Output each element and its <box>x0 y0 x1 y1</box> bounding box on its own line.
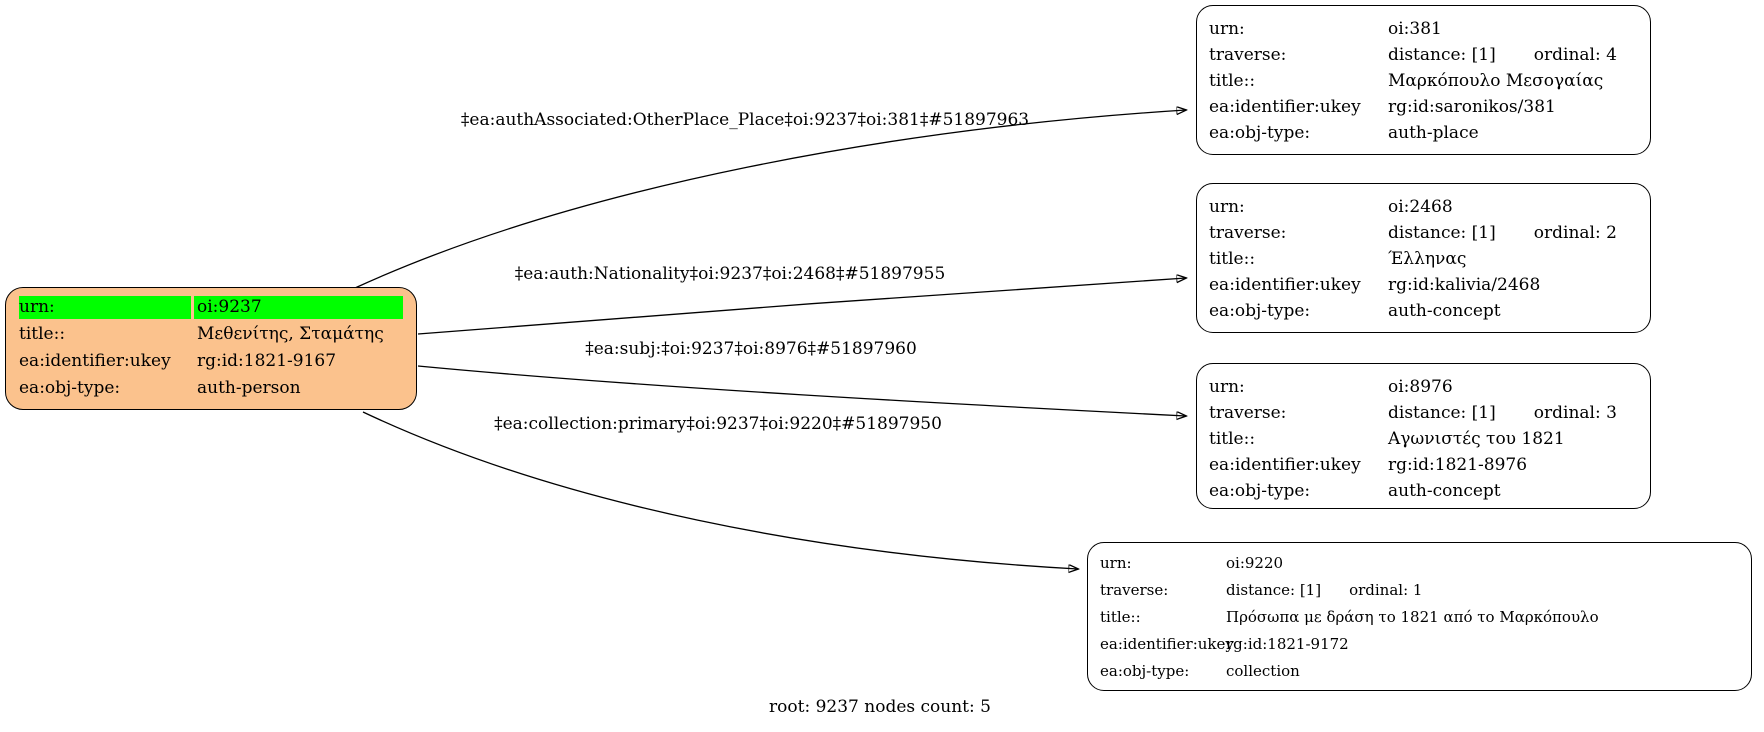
field-label-traverse: traverse: <box>1209 223 1287 243</box>
root-row-urn: urn: oi:9237 <box>19 296 403 319</box>
edge-collection-line <box>362 411 1078 569</box>
field-label-title: title:: <box>19 324 66 344</box>
edge-subj-line <box>417 365 1186 416</box>
field-label-urn: urn: <box>1209 19 1245 39</box>
field-label-identifier: ea:identifier:ukey <box>19 351 171 371</box>
root-identifier-value: rg:id:1821-9167 <box>197 351 337 371</box>
field-label-traverse: traverse: <box>1209 45 1287 65</box>
root-row-identifier: ea:identifier:ukey rg:id:1821-9167 <box>19 348 403 375</box>
graph-caption: root: 9237 nodes count: 5 <box>769 697 991 717</box>
node-row-objtype: ea:obj-type: auth-place <box>1209 120 1638 146</box>
node-identifier-value: rg:id:1821-9172 <box>1226 635 1349 653</box>
edge-label-auth-associated: ‡ea:authAssociated:OtherPlace_Place‡oi:9… <box>460 110 1030 130</box>
distance-value: distance: [1] <box>1388 403 1496 423</box>
node-urn-value: oi:9220 <box>1226 554 1284 572</box>
node-row-traverse: traverse: distance: [1] ordinal: 3 <box>1209 400 1638 426</box>
field-label-urn: urn: <box>19 296 191 319</box>
field-label-identifier: ea:identifier:ukey <box>1209 455 1361 475</box>
node-row-title: title:: Πρόσωπα με δράση το 1821 από το … <box>1100 604 1739 631</box>
graph-node-oi9220: urn: oi:9220 traverse: distance: [1] ordi… <box>1087 542 1752 691</box>
node-row-objtype: ea:obj-type: auth-concept <box>1209 298 1638 324</box>
ordinal-value: ordinal: 1 <box>1349 581 1423 599</box>
edge-label-nationality: ‡ea:auth:Nationality‡oi:9237‡oi:2468‡#51… <box>514 264 946 284</box>
root-row-objtype: ea:obj-type: auth-person <box>19 375 403 402</box>
node-row-urn: urn: oi:9220 <box>1100 550 1739 577</box>
field-label-objtype: ea:obj-type: <box>19 378 121 398</box>
field-label-identifier: ea:identifier:ukey <box>1209 97 1361 117</box>
node-objtype-value: auth-concept <box>1388 301 1501 321</box>
node-row-urn: urn: oi:2468 <box>1209 194 1638 220</box>
field-label-objtype: ea:obj-type: <box>1209 123 1311 143</box>
node-row-traverse: traverse: distance: [1] ordinal: 4 <box>1209 42 1638 68</box>
field-label-traverse: traverse: <box>1100 581 1169 599</box>
node-traverse-value: distance: [1] ordinal: 1 <box>1226 577 1739 604</box>
edge-label-subj: ‡ea:subj:‡oi:9237‡oi:8976‡#51897960 <box>585 339 917 359</box>
root-urn-value: oi:9237 <box>194 296 403 319</box>
edge-authAssociated-line <box>354 110 1186 289</box>
graph-node-oi381: urn: oi:381 traverse: distance: [1] ordin… <box>1196 5 1651 155</box>
field-label-urn: urn: <box>1100 554 1132 572</box>
graph-node-oi2468: urn: oi:2468 traverse: distance: [1] ordi… <box>1196 183 1651 333</box>
node-objtype-value: auth-place <box>1388 123 1479 143</box>
node-row-identifier: ea:identifier:ukey rg:id:1821-8976 <box>1209 452 1638 478</box>
root-node-oi9237: urn: oi:9237 title:: Μεθενίτης, Σταμάτης… <box>5 287 417 410</box>
ordinal-value: ordinal: 3 <box>1533 403 1617 423</box>
node-row-title: title:: Έλληνας <box>1209 246 1638 272</box>
ordinal-value: ordinal: 2 <box>1533 223 1617 243</box>
node-traverse-value: distance: [1] ordinal: 4 <box>1388 42 1638 68</box>
field-label-title: title:: <box>1100 608 1141 626</box>
root-objtype-value: auth-person <box>197 378 301 398</box>
root-row-title: title:: Μεθενίτης, Σταμάτης <box>19 321 403 348</box>
field-label-traverse: traverse: <box>1209 403 1287 423</box>
node-row-traverse: traverse: distance: [1] ordinal: 2 <box>1209 220 1638 246</box>
node-identifier-value: rg:id:kalivia/2468 <box>1388 275 1541 295</box>
distance-value: distance: [1] <box>1388 45 1496 65</box>
node-row-identifier: ea:identifier:ukey rg:id:saronikos/381 <box>1209 94 1638 120</box>
field-label-identifier: ea:identifier:ukey <box>1209 275 1361 295</box>
edge-label-collection-primary: ‡ea:collection:primary‡oi:9237‡oi:9220‡#… <box>494 414 942 434</box>
field-label-title: title:: <box>1209 429 1256 449</box>
node-objtype-value: auth-concept <box>1388 481 1501 501</box>
field-label-objtype: ea:obj-type: <box>1100 662 1190 680</box>
node-row-urn: urn: oi:381 <box>1209 16 1638 42</box>
distance-value: distance: [1] <box>1388 223 1496 243</box>
node-row-objtype: ea:obj-type: collection <box>1100 658 1739 685</box>
graph-node-oi8976: urn: oi:8976 traverse: distance: [1] ordi… <box>1196 363 1651 509</box>
node-title-value: Αγωνιστές του 1821 <box>1388 429 1565 449</box>
edge-nationality-line <box>417 278 1186 335</box>
node-urn-value: oi:8976 <box>1388 377 1453 397</box>
node-title-value: Έλληνας <box>1388 249 1467 269</box>
node-urn-value: oi:381 <box>1388 19 1442 39</box>
node-title-value: Μαρκόπουλο Μεσογαίας <box>1388 71 1604 91</box>
field-label-title: title:: <box>1209 71 1256 91</box>
field-label-title: title:: <box>1209 249 1256 269</box>
node-row-title: title:: Αγωνιστές του 1821 <box>1209 426 1638 452</box>
field-label-objtype: ea:obj-type: <box>1209 481 1311 501</box>
node-urn-value: oi:2468 <box>1388 197 1453 217</box>
node-row-identifier: ea:identifier:ukey rg:id:1821-9172 <box>1100 631 1739 658</box>
node-objtype-value: collection <box>1226 662 1300 680</box>
field-label-identifier: ea:identifier:ukey <box>1100 635 1234 653</box>
node-identifier-value: rg:id:saronikos/381 <box>1388 97 1556 117</box>
node-row-traverse: traverse: distance: [1] ordinal: 1 <box>1100 577 1739 604</box>
field-label-urn: urn: <box>1209 197 1245 217</box>
distance-value: distance: [1] <box>1226 581 1322 599</box>
node-row-title: title:: Μαρκόπουλο Μεσογαίας <box>1209 68 1638 94</box>
node-traverse-value: distance: [1] ordinal: 3 <box>1388 400 1638 426</box>
node-identifier-value: rg:id:1821-8976 <box>1388 455 1528 475</box>
field-label-urn: urn: <box>1209 377 1245 397</box>
root-title-value: Μεθενίτης, Σταμάτης <box>197 324 384 344</box>
node-row-urn: urn: oi:8976 <box>1209 374 1638 400</box>
node-traverse-value: distance: [1] ordinal: 2 <box>1388 220 1638 246</box>
node-title-value: Πρόσωπα με δράση το 1821 από το Μαρκόπου… <box>1226 608 1599 626</box>
node-row-identifier: ea:identifier:ukey rg:id:kalivia/2468 <box>1209 272 1638 298</box>
ordinal-value: ordinal: 4 <box>1533 45 1617 65</box>
node-row-objtype: ea:obj-type: auth-concept <box>1209 478 1638 504</box>
field-label-objtype: ea:obj-type: <box>1209 301 1311 321</box>
